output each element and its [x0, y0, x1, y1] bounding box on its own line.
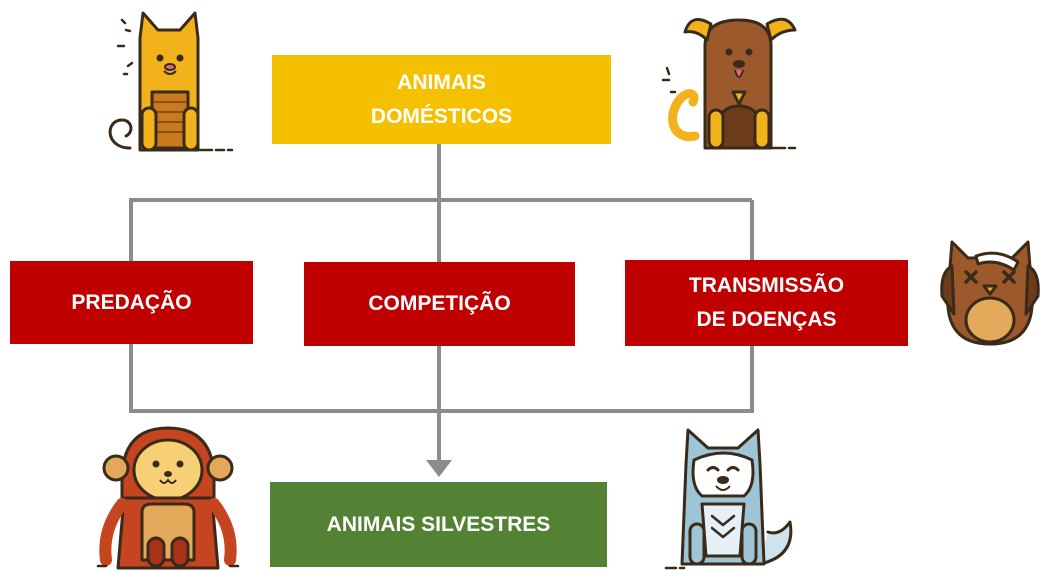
box-transmissao-line1: TRANSMISSÃO	[688, 274, 845, 297]
box-predacao-label: PREDAÇÃO	[71, 290, 192, 314]
box-competicao-label: COMPETIÇÃO	[368, 292, 511, 315]
box-predacao: PREDAÇÃO	[10, 261, 253, 344]
monkey-icon	[96, 426, 240, 570]
box-competicao: COMPETIÇÃO	[304, 262, 575, 346]
dog-icon	[661, 17, 797, 150]
box-transmissao-de-doencas: TRANSMISSÃO DE DOENÇAS	[625, 260, 908, 346]
arrowhead-icon	[426, 460, 452, 477]
box-animais-domesticos-line1: ANIMAIS	[397, 70, 486, 94]
box-animais-domesticos-line2: DOMÉSTICOS	[370, 104, 513, 128]
box-animais-domesticos: ANIMAIS DOMÉSTICOS	[272, 55, 611, 144]
wolf-icon	[664, 428, 793, 570]
owl-icon	[940, 240, 1040, 346]
box-animais-silvestres: ANIMAIS SILVESTRES	[270, 482, 607, 567]
box-animais-silvestres-label: ANIMAIS SILVESTRES	[326, 512, 551, 536]
cat-icon	[108, 11, 234, 152]
box-transmissao-line2: DE DOENÇAS	[696, 308, 837, 331]
